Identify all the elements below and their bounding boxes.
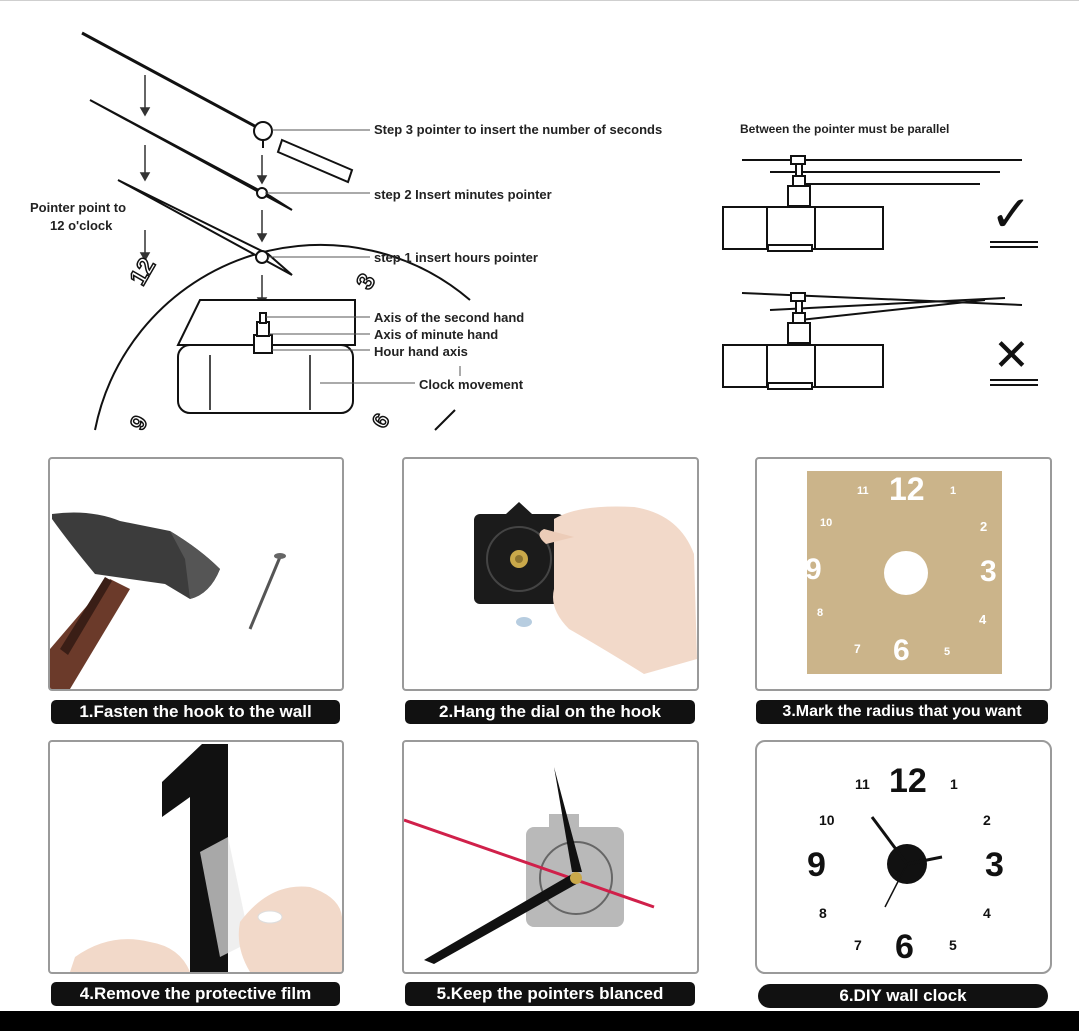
template-number-2: 2 <box>980 519 988 534</box>
template-center-hole <box>884 551 928 595</box>
step6-panel: 11 12 1 10 2 9 3 8 4 7 6 5 <box>755 740 1052 974</box>
step6-caption: 6.DIY wall clock <box>758 984 1048 1008</box>
top-border <box>0 0 1079 1</box>
template-number-4: 4 <box>979 612 987 627</box>
template-number-8: 8 <box>817 607 824 619</box>
label-parallel: Between the pointer must be parallel <box>740 122 950 136</box>
digit-one-sticker-icon <box>70 744 342 972</box>
clock-number-1: 1 <box>950 776 958 792</box>
template-number-3: 3 <box>980 555 997 588</box>
clock-number-9: 9 <box>807 846 826 884</box>
bottom-bar <box>0 1011 1079 1031</box>
step4-panel <box>48 740 344 974</box>
assembly-diagram <box>81 31 1038 431</box>
label-step2: step 2 Insert minutes pointer <box>374 187 552 202</box>
label-step1: step 1 insert hours pointer <box>374 250 538 265</box>
step1-panel <box>48 457 344 691</box>
clock-number-3: 3 <box>985 846 1004 884</box>
template-number-5: 5 <box>944 646 951 658</box>
step2-panel <box>402 457 699 691</box>
label-pointer-point-2: 12 o'clock <box>50 218 113 233</box>
step4-caption: 4.Remove the protective film <box>51 982 340 1006</box>
clock-number-10: 10 <box>819 812 835 828</box>
template-number-11: 11 <box>857 485 869 497</box>
template-number-7: 7 <box>854 642 861 656</box>
clock-number-4: 4 <box>983 905 991 921</box>
step5-panel <box>402 740 699 974</box>
template-number-10: 10 <box>820 517 833 529</box>
clock-number-8: 8 <box>819 905 827 921</box>
clock-number-6: 6 <box>895 928 914 966</box>
template-number-12: 12 <box>889 471 925 507</box>
template-number-1: 1 <box>950 485 957 497</box>
template-number-9: 9 <box>805 553 822 586</box>
clock-movement-icon <box>474 502 697 674</box>
pointers-movement-icon <box>404 767 655 964</box>
label-axis-second: Axis of the second hand <box>374 310 525 325</box>
clock-number-7: 7 <box>854 937 862 953</box>
step3-panel: 11 12 1 10 2 9 3 8 4 7 6 5 <box>755 457 1052 691</box>
step3-caption: 3.Mark the radius that you want <box>756 700 1048 724</box>
clock-number-12: 12 <box>889 762 927 800</box>
clock-number-11: 11 <box>855 776 870 792</box>
step2-caption: 2.Hang the dial on the hook <box>405 700 695 724</box>
label-movement: Clock movement <box>419 377 524 392</box>
step1-caption: 1.Fasten the hook to the wall <box>51 700 340 724</box>
step5-caption: 5.Keep the pointers blanced <box>405 982 695 1006</box>
label-axis-hour: Hour hand axis <box>374 344 468 359</box>
clock-number-2: 2 <box>983 812 991 828</box>
clock-number-5: 5 <box>949 937 957 953</box>
label-step3: Step 3 pointer to insert the number of s… <box>374 122 663 137</box>
clock-hands-icon <box>870 816 943 908</box>
template-number-6: 6 <box>893 634 910 667</box>
label-axis-minute: Axis of minute hand <box>374 327 499 342</box>
hammer-icon <box>50 512 286 689</box>
correct-check-icon: ✓ <box>990 186 1032 242</box>
label-pointer-point-1: Pointer point to <box>30 200 127 215</box>
wrong-cross-icon: ✕ <box>993 331 1030 380</box>
